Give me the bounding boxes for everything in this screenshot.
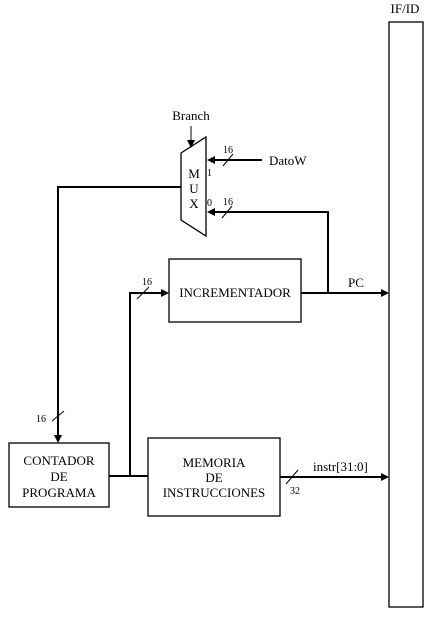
mux-in0-bus-slash — [221, 205, 233, 219]
memoria-label-line3: INSTRUCCIONES — [163, 485, 266, 500]
datow-signal: 16 DatoW — [207, 145, 307, 168]
incrementador-block: INCREMENTADOR — [168, 258, 302, 323]
datow-label: DatoW — [269, 153, 307, 168]
contador-label-line1: CONTADOR — [23, 453, 95, 468]
pc-to-incrementador-wire — [129, 292, 161, 476]
contador-box — [8, 442, 110, 508]
mux-in0-arrowhead — [207, 208, 215, 216]
inc-in-arrowhead — [161, 289, 169, 297]
branch-signal: Branch — [172, 108, 210, 148]
pc-in-wire — [57, 186, 181, 437]
mux: M U X 1 0 — [180, 135, 212, 238]
mux-shape — [180, 135, 207, 238]
mux-output-wire: 16 — [36, 186, 181, 443]
pc-in-arrowhead — [54, 435, 62, 443]
pc-signal: PC — [301, 275, 389, 297]
instr-label: instr[31:0] — [313, 459, 368, 474]
instr-bus-slash — [285, 469, 299, 485]
datow-bus-slash — [222, 153, 234, 167]
contador-label-line2: DE — [50, 469, 67, 484]
instr-arrowhead — [381, 473, 389, 481]
inc-in-width: 16 — [142, 277, 152, 288]
mux-input-1-label: 1 — [207, 168, 212, 179]
if-id-register-box — [388, 21, 424, 608]
instr-signal: 32 instr[31:0] — [280, 459, 389, 497]
memoria-label-line1: MEMORIA — [183, 455, 246, 470]
datow-arrowhead — [207, 156, 215, 164]
mux-letter-u: U — [189, 181, 199, 196]
pc-arrowhead — [381, 289, 389, 297]
contador-label-line3: PROGRAMA — [22, 485, 96, 500]
if-id-register: IF/ID — [388, 1, 424, 608]
datow-width: 16 — [223, 145, 233, 156]
branch-arrowhead — [187, 140, 195, 148]
branch-label: Branch — [172, 108, 210, 123]
if-id-label: IF/ID — [391, 1, 420, 16]
pc-out-wires: 16 — [109, 277, 169, 477]
mux-input-0-label: 0 — [207, 198, 212, 209]
mux-in0-width: 16 — [223, 197, 233, 208]
memoria-block: MEMORIA DE INSTRUCCIONES — [147, 437, 281, 517]
instr-width: 32 — [290, 486, 300, 497]
mux-letter-m: M — [188, 166, 200, 181]
inc-in-bus-slash — [136, 286, 150, 300]
pc-in-bus-slash — [51, 410, 65, 422]
pc-label: PC — [348, 275, 364, 290]
contador-block: CONTADOR DE PROGRAMA — [8, 442, 110, 508]
incrementador-box — [168, 258, 302, 323]
mux-letter-x: X — [189, 196, 199, 211]
pc-feedback-wire: 16 — [207, 197, 329, 293]
memoria-label-line2: DE — [205, 470, 222, 485]
pc-in-width: 16 — [36, 414, 46, 425]
mux-in0-wire — [214, 211, 329, 293]
incrementador-label: INCREMENTADOR — [179, 285, 291, 300]
